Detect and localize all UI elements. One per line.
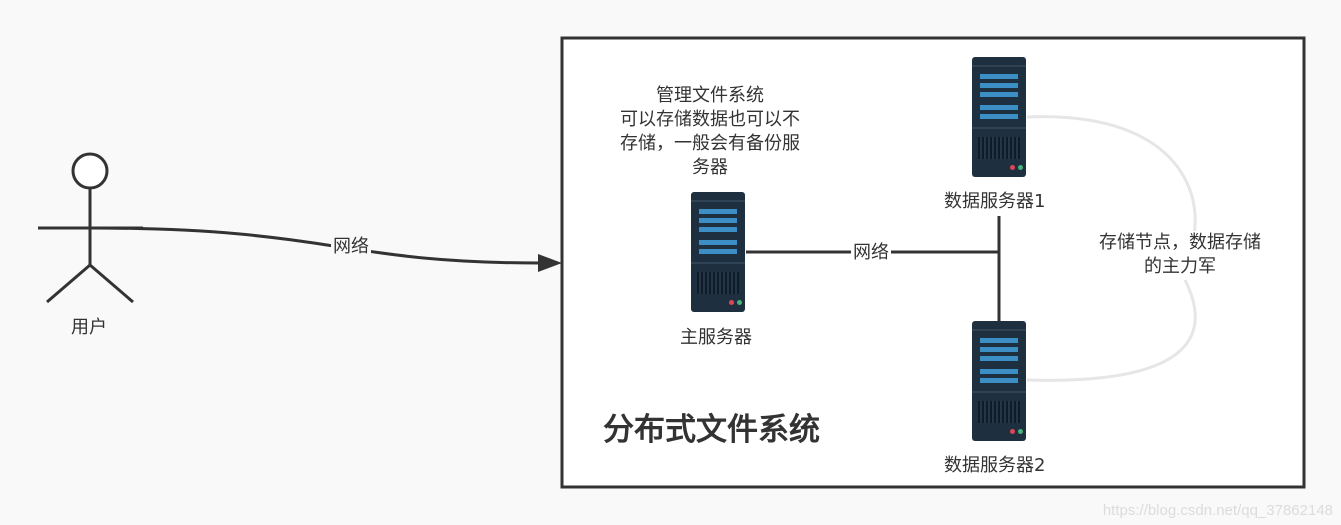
data-server-2-icon xyxy=(972,321,1026,441)
user-to-system-edge xyxy=(89,226,541,265)
system-title: 分布式文件系统 xyxy=(603,412,820,448)
master-note: 管理文件系统 可以存储数据也可以不 存储，一般会有备份服 务器 xyxy=(600,84,820,180)
storage-note: 存储节点，数据存储 的主力军 xyxy=(1082,231,1278,279)
master-server-label: 主服务器 xyxy=(680,327,752,348)
user-label: 用户 xyxy=(71,317,107,338)
master-note-line: 务器 xyxy=(692,157,728,178)
data-server-1-icon xyxy=(972,57,1026,177)
storage-note-line: 存储节点，数据存储 xyxy=(1099,232,1261,253)
master-note-line: 管理文件系统 xyxy=(656,85,764,106)
user-edge-label: 网络 xyxy=(331,236,371,258)
storage-note-line: 的主力军 xyxy=(1144,256,1216,277)
storage-bracket-lower xyxy=(1026,279,1197,382)
arrowhead xyxy=(538,254,562,272)
watermark: https://blog.csdn.net/qq_37862148 xyxy=(1102,502,1333,519)
master-note-line: 存储，一般会有备份服 xyxy=(620,133,800,154)
main-edge-label: 网络 xyxy=(851,242,891,264)
master-note-line: 可以存储数据也可以不 xyxy=(620,109,800,130)
master-server-icon xyxy=(691,192,745,312)
data-server-1-label: 数据服务器1 xyxy=(944,191,1046,212)
data-server-2-label: 数据服务器2 xyxy=(944,455,1046,476)
